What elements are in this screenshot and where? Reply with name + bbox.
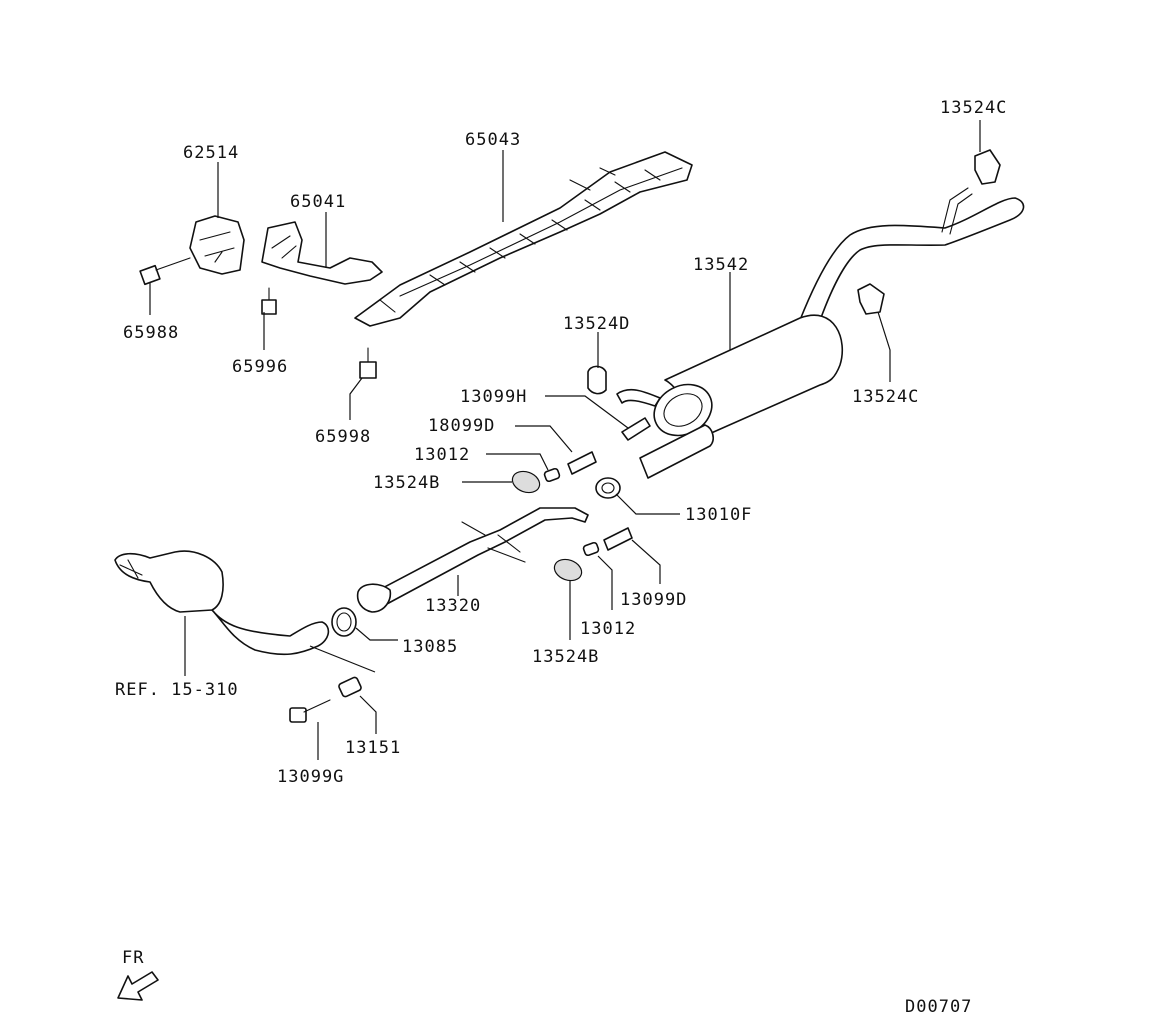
bolt-13099H[interactable] bbox=[621, 417, 651, 441]
front-direction-arrow-icon: FR bbox=[117, 948, 159, 1001]
hanger-13524B-top[interactable] bbox=[509, 468, 542, 496]
heat-protector-65041[interactable] bbox=[261, 221, 383, 285]
label-65988: 65988 bbox=[123, 323, 179, 343]
label-18099D: 18099D bbox=[428, 416, 495, 436]
bolt-65988[interactable] bbox=[139, 257, 191, 286]
label-13010F: 13010F bbox=[685, 505, 752, 525]
bolt-13099G[interactable] bbox=[289, 699, 331, 723]
center-pipe-13320[interactable] bbox=[356, 507, 589, 613]
label-65998: 65998 bbox=[315, 427, 371, 447]
clamp-13151[interactable] bbox=[338, 676, 362, 698]
label-13542: 13542 bbox=[693, 255, 749, 275]
label-13524B-top: 13524B bbox=[373, 473, 440, 493]
gasket-13085[interactable] bbox=[331, 607, 357, 637]
label-62514: 62514 bbox=[183, 143, 239, 163]
label-ref-15-310: REF. 15-310 bbox=[115, 680, 239, 700]
label-13085: 13085 bbox=[402, 637, 458, 657]
hanger-13524B-bottom[interactable] bbox=[551, 556, 584, 584]
label-65041: 65041 bbox=[290, 192, 346, 212]
label-13012-bottom: 13012 bbox=[580, 619, 636, 639]
bolt-65998[interactable] bbox=[359, 347, 377, 379]
spring-13012-top[interactable] bbox=[543, 467, 561, 483]
label-65043: 65043 bbox=[465, 130, 521, 150]
bolt-65996[interactable] bbox=[261, 287, 277, 315]
hanger-13524C-top[interactable] bbox=[974, 149, 1001, 185]
label-13099D: 13099D bbox=[620, 590, 687, 610]
diagram-code: D00707 bbox=[905, 997, 972, 1017]
label-13012-top: 13012 bbox=[414, 445, 470, 465]
label-13524D: 13524D bbox=[563, 314, 630, 334]
front-label: FR bbox=[122, 948, 144, 968]
label-13524B-bottom: 13524B bbox=[532, 647, 599, 667]
hanger-13524D[interactable] bbox=[587, 365, 607, 395]
label-13524C-mid: 13524C bbox=[852, 387, 919, 407]
main-muffler[interactable] bbox=[616, 314, 844, 479]
bolt-18099D[interactable] bbox=[567, 451, 597, 475]
label-13524C-top: 13524C bbox=[940, 98, 1007, 118]
label-65996: 65996 bbox=[232, 357, 288, 377]
label-13151: 13151 bbox=[345, 738, 401, 758]
gasket-13010F[interactable] bbox=[595, 477, 621, 499]
leader-lines bbox=[149, 120, 981, 760]
heat-protector-65043[interactable] bbox=[354, 151, 693, 327]
heat-protector-62514[interactable] bbox=[189, 215, 245, 275]
bolt-13099D[interactable] bbox=[603, 527, 633, 551]
tail-pipe[interactable] bbox=[799, 187, 1025, 327]
front-pipe-ref[interactable] bbox=[114, 550, 330, 656]
label-13099G: 13099G bbox=[277, 767, 344, 787]
spring-13012-bottom[interactable] bbox=[582, 541, 600, 557]
label-13099H: 13099H bbox=[460, 387, 527, 407]
hanger-13524C-mid[interactable] bbox=[857, 283, 885, 315]
label-13320: 13320 bbox=[425, 596, 481, 616]
